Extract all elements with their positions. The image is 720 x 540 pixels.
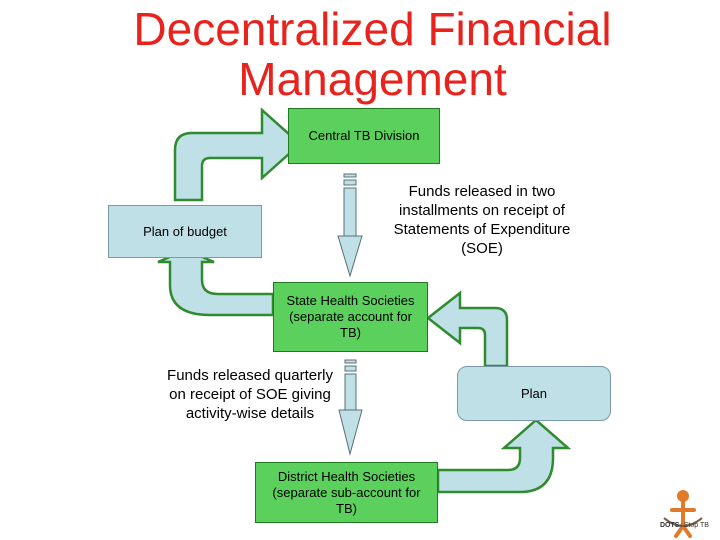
down-arrow-state-to-district [338, 359, 363, 456]
dots-logo-icon [663, 490, 703, 538]
node-state-label: State Health Societies (separate account… [286, 293, 415, 340]
logo-text: DOTS- Stop TB [660, 522, 720, 530]
curved-arrow-district-to-plan [436, 418, 572, 494]
note-funds-two-installments: Funds released in two installments on re… [382, 182, 582, 258]
node-district-health-societies: District Health Societies (separate sub-… [255, 462, 438, 523]
page-title: Decentralized Financial Management [0, 4, 720, 104]
curved-arrow-plan-to-state [425, 290, 509, 368]
node-plan-of-budget: Plan of budget [108, 205, 262, 258]
node-plan-budget-label: Plan of budget [143, 223, 227, 239]
node-central-tb-division: Central TB Division [288, 108, 440, 164]
node-state-health-societies: State Health Societies (separate account… [273, 282, 428, 352]
title-line-2: Management [238, 53, 507, 105]
logo-brand: DOTS- [660, 522, 682, 529]
note-funds-quarterly-text: Funds released quarterly on receipt of S… [167, 367, 333, 422]
node-plan-label: Plan [520, 385, 548, 401]
curved-arrow-state-to-budget [157, 248, 275, 317]
note-funds-quarterly: Funds released quarterly on receipt of S… [160, 366, 340, 423]
down-arrow-central-to-state [337, 173, 363, 278]
note-funds-two-text: Funds released in two installments on re… [393, 183, 571, 257]
logo-tagline: Stop TB [683, 522, 709, 529]
curved-arrow-budget-to-central [173, 107, 302, 202]
node-district-label: District Health Societies (separate sub-… [272, 468, 421, 516]
node-central-label: Central TB Division [308, 128, 420, 143]
node-plan: Plan [457, 366, 611, 421]
title-line-1: Decentralized Financial [133, 3, 612, 55]
